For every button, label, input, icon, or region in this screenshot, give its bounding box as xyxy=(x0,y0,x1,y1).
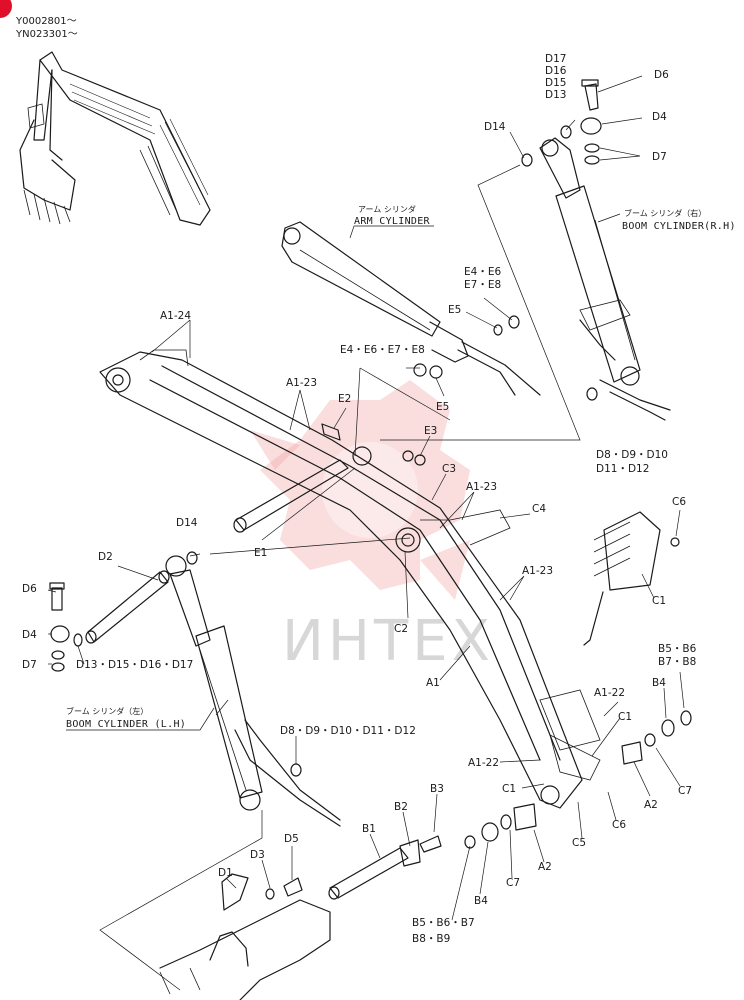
label-c7-right: C7 xyxy=(678,785,692,797)
part-labels: D17 D16 D15 D13 D6 D4 D7 D14 E4・E6 E7・E8… xyxy=(22,53,697,945)
leader-lines xyxy=(47,75,685,991)
label-b4-bot: B4 xyxy=(474,895,488,907)
label-d4-top: D4 xyxy=(652,111,667,123)
label-d13-left: D13・D15・D16・D17 xyxy=(76,659,193,671)
label-b4-right: B4 xyxy=(652,677,666,689)
corner-badge xyxy=(0,0,12,18)
label-d7-left: D7 xyxy=(22,659,37,671)
label-d6-top: D6 xyxy=(654,69,669,81)
label-e4e6e7e8-b: E4・E6・E7・E8 xyxy=(340,344,425,356)
boom-cylinder-left xyxy=(165,555,341,827)
label-d8-right-b: D11・D12 xyxy=(596,463,649,475)
label-d2: D2 xyxy=(98,551,113,563)
arm-cylinder-title-en: ARM CYLINDER xyxy=(354,216,431,227)
c1-manifold xyxy=(583,511,680,646)
label-a1-23-a: A1-23 xyxy=(286,377,317,389)
label-a2-right: A2 xyxy=(644,799,658,811)
label-a1-24: A1-24 xyxy=(160,310,191,322)
label-c2: C2 xyxy=(394,623,408,635)
label-b3: B3 xyxy=(430,783,444,795)
label-c3: C3 xyxy=(442,463,456,475)
label-a1-22-b: A1-22 xyxy=(468,757,499,769)
label-c4: C4 xyxy=(532,503,546,515)
label-a2-bot: A2 xyxy=(538,861,552,873)
label-d1: D1 xyxy=(218,867,233,879)
label-c6-top: C6 xyxy=(672,496,686,508)
label-a1-22-a: A1-22 xyxy=(594,687,625,699)
label-e1: E1 xyxy=(254,547,267,559)
label-c7-bot: C7 xyxy=(506,877,520,889)
label-d7-top: D7 xyxy=(652,151,667,163)
label-b5b6-a: B5・B6 xyxy=(658,643,697,655)
label-d14-mid: D14 xyxy=(176,517,198,529)
right-pin-stack xyxy=(493,79,602,401)
label-d3: D3 xyxy=(250,849,265,861)
arm-cylinder xyxy=(281,221,541,396)
label-a1-23-c: A1-23 xyxy=(522,565,553,577)
label-b8b9: B8・B9 xyxy=(412,933,450,945)
label-d6-left: D6 xyxy=(22,583,37,595)
label-d17: D17 xyxy=(545,53,566,65)
watermark-text: ИНТЕХ xyxy=(282,609,494,674)
serial-number-2: YN023301～ xyxy=(15,29,78,40)
serial-number-1: Y0002801～ xyxy=(15,16,77,27)
pin-b1-assembly xyxy=(328,710,692,900)
label-b1: B1 xyxy=(362,823,376,835)
boom-cylinder-lh-title-en: BOOM CYLINDER (L.H) xyxy=(66,719,186,730)
label-a1: A1 xyxy=(426,677,440,689)
main-boom xyxy=(99,349,601,809)
machine-thumbnail xyxy=(19,51,211,226)
label-d5: D5 xyxy=(284,833,299,845)
label-e3: E3 xyxy=(424,425,437,437)
label-c6-bot: C6 xyxy=(612,819,626,831)
label-c1-left: C1 xyxy=(502,783,516,795)
label-d16: D16 xyxy=(545,65,567,77)
label-c5: C5 xyxy=(572,837,586,849)
label-d13: D13 xyxy=(545,89,566,101)
label-a1-23-b: A1-23 xyxy=(466,481,497,493)
label-e7e8-a: E7・E8 xyxy=(464,279,501,291)
label-d8-right-a: D8・D9・D10 xyxy=(596,449,668,461)
boom-cylinder-rh-title-en: BOOM CYLINDER(R.H) xyxy=(622,221,736,232)
boom-cylinder-right xyxy=(539,137,671,421)
label-d4-left: D4 xyxy=(22,629,37,641)
label-d8-left: D8・D9・D10・D11・D12 xyxy=(280,725,416,737)
label-e4e6-a: E4・E6 xyxy=(464,266,501,278)
label-e2: E2 xyxy=(338,393,351,405)
label-c1-top: C1 xyxy=(652,595,666,607)
boom-cylinder-rh-title-jp: ブーム シリンダ（右） xyxy=(624,208,706,218)
label-b5b6b7: B5・B6・B7 xyxy=(412,917,475,929)
label-e5-top: E5 xyxy=(448,304,461,316)
boom-cylinder-lh-title-jp: ブーム シリンダ（左） xyxy=(66,706,148,716)
label-b7b8-a: B7・B8 xyxy=(658,656,696,668)
label-c1-mid: C1 xyxy=(618,711,632,723)
label-b2: B2 xyxy=(394,801,408,813)
label-e5-bot: E5 xyxy=(436,401,449,413)
label-d15: D15 xyxy=(545,77,566,89)
base-frame xyxy=(159,873,331,1000)
label-d14-top: D14 xyxy=(484,121,506,133)
arm-cylinder-title-jp: アーム シリンダ xyxy=(358,204,416,214)
